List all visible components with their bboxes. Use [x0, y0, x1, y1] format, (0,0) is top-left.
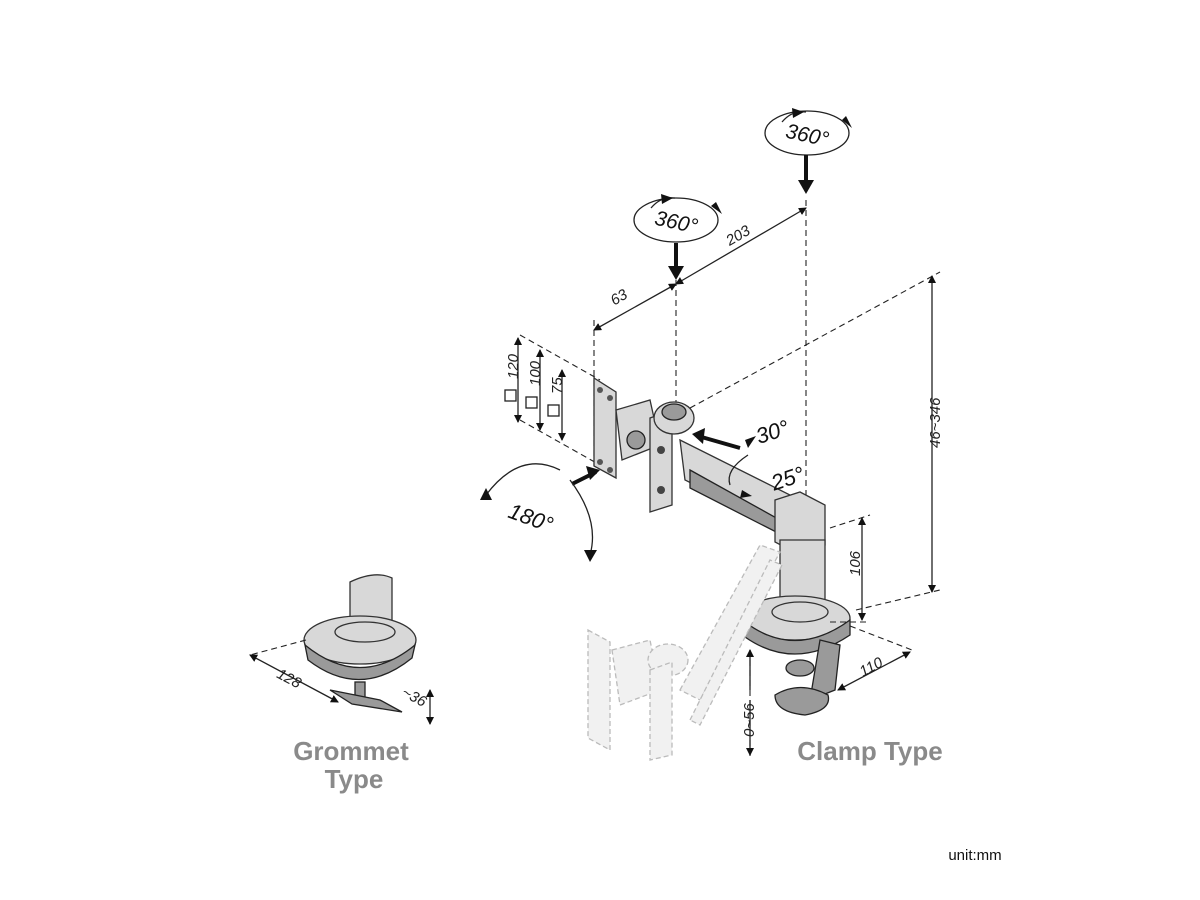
vesa-75-square: [547, 404, 560, 417]
tilt-arc: [728, 454, 749, 486]
dim-vesa-75: 75: [549, 377, 566, 394]
clamp-screw: [785, 659, 815, 677]
monitor-arm-ghost: [587, 544, 783, 761]
dim-vesa-120: 120: [505, 353, 522, 379]
swivel-angle: 180°: [505, 498, 557, 537]
dim-desk-thickness: 0~56: [741, 703, 758, 737]
dim-vesa-100: 100: [527, 360, 544, 386]
dim-clamp-depth: 110: [857, 654, 887, 681]
dim-pole-height: 106: [847, 550, 864, 576]
grommet-base: 128 ~36: [249, 574, 434, 725]
vesa-dimensions: 120 100 75: [504, 334, 601, 466]
tilt-pointer: [697, 434, 741, 450]
vesa-100-square: [525, 396, 538, 409]
clamp-body: [809, 639, 841, 702]
rotation-label-top: 360°: [784, 120, 831, 152]
dim-height-range: 46~346: [927, 397, 944, 448]
swivel-arc-right: [569, 479, 594, 556]
grommet-caption-line1: Grommet: [293, 736, 409, 766]
rotation-label-middle: 360°: [653, 207, 700, 239]
dim-arm-segment-1: 63: [608, 286, 632, 309]
dim-grommet-thickness: ~36: [399, 684, 430, 711]
clamp-knob: [774, 686, 830, 716]
grommet-bar: [329, 689, 403, 713]
grommet-base-line: [249, 654, 339, 703]
dim-arm-segment-2: 203: [722, 222, 754, 250]
clamp-depth-line: [837, 651, 911, 691]
vesa-120-square: [504, 389, 517, 402]
middle-rotation-symbol: 360°: [633, 194, 722, 280]
vesa-plate: [593, 376, 617, 480]
monitor-arm-main: [593, 376, 851, 716]
top-rotation-symbol: 360°: [764, 108, 852, 194]
grommet-caption-line2: Type: [325, 764, 384, 794]
tilt-down-angle: 25°: [767, 461, 808, 495]
clamp-caption: Clamp Type: [797, 736, 942, 766]
swivel-arc-top: [485, 463, 561, 496]
unit-label: unit:mm: [948, 847, 1001, 864]
tilt-up-angle: 30°: [753, 415, 793, 449]
height-dimensions: 46~346 106 110 0~56: [689, 271, 944, 760]
